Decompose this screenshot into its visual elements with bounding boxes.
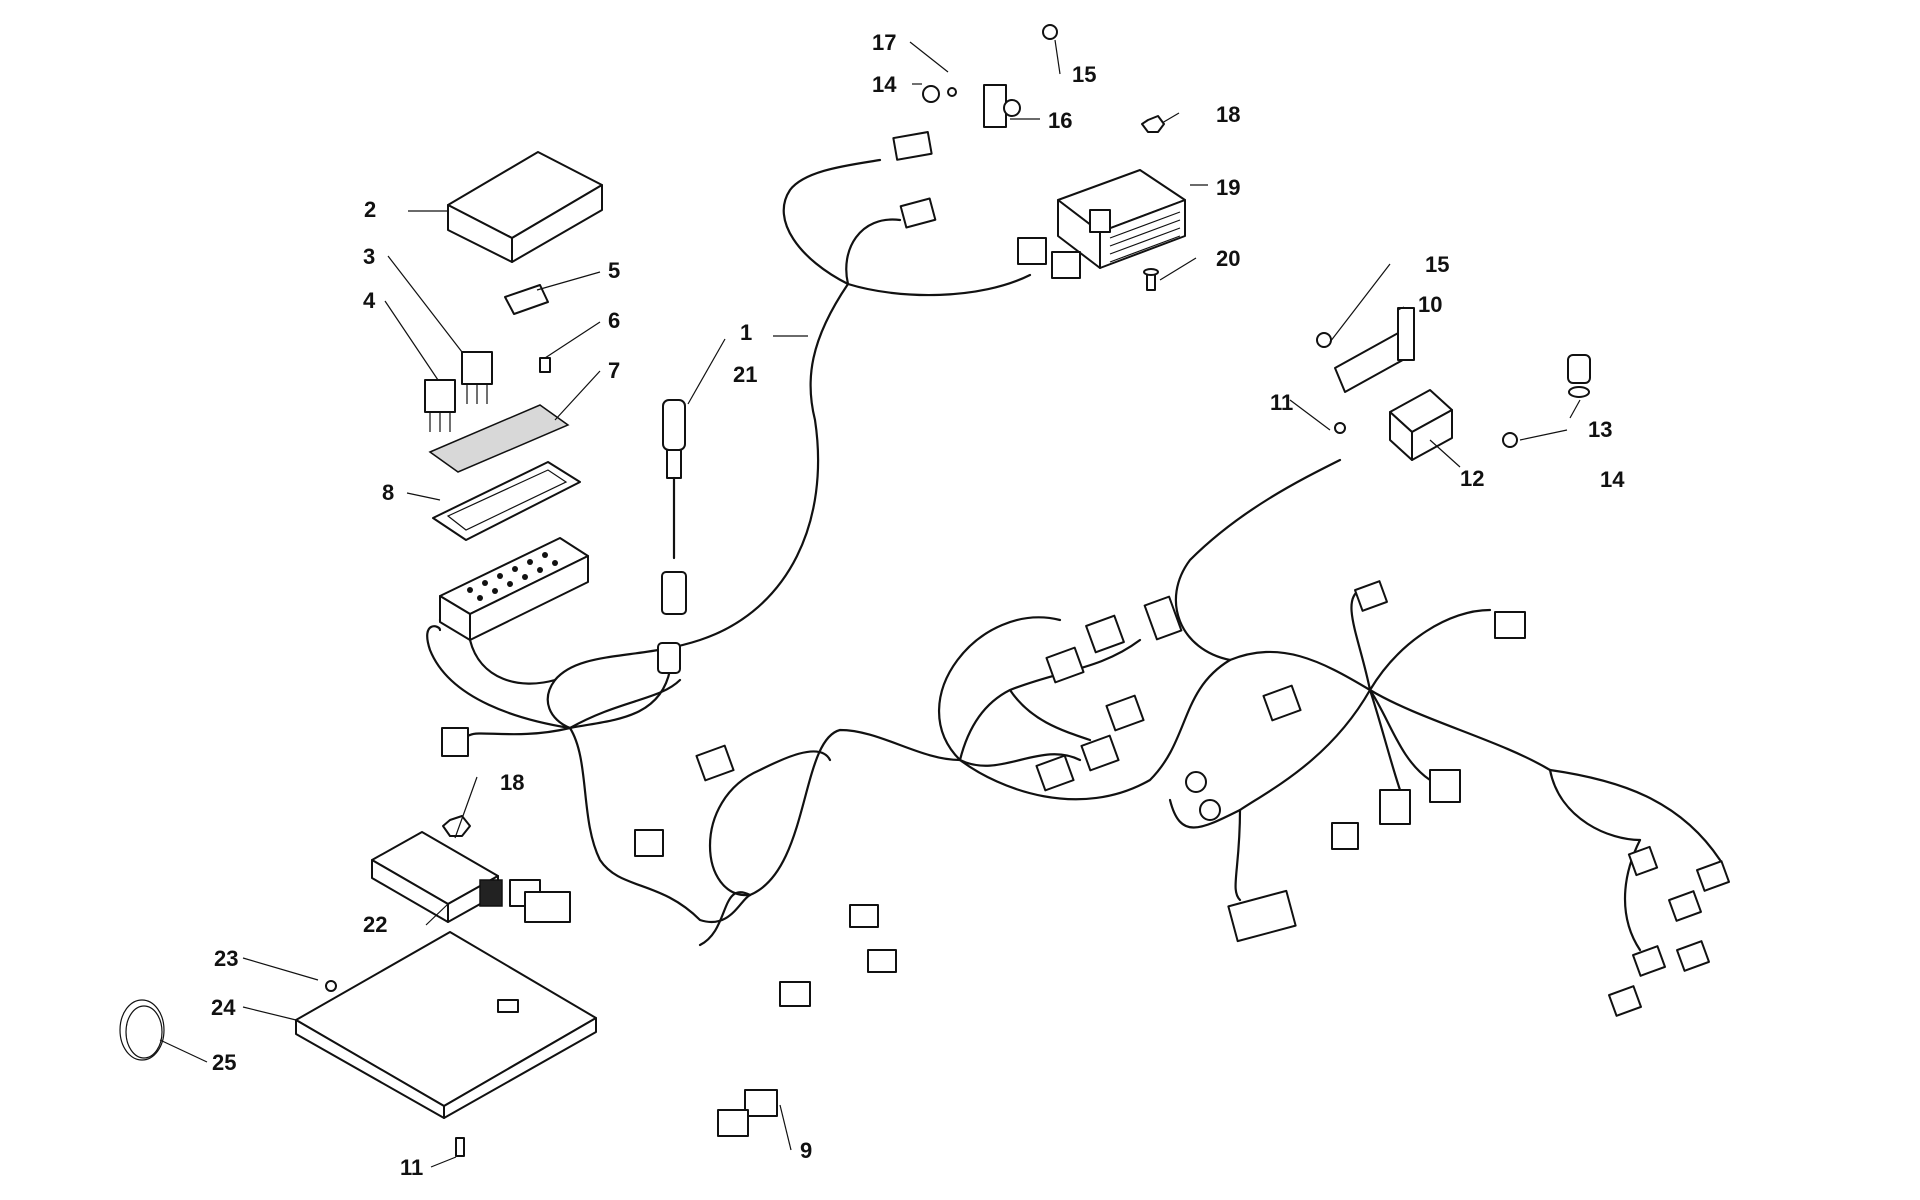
callout-7: 7 <box>608 358 620 383</box>
relay-left <box>424 379 456 432</box>
ecu-nut <box>442 815 471 837</box>
callout-3: 3 <box>363 244 375 269</box>
callout-23: 23 <box>214 946 238 971</box>
callout-8: 8 <box>382 480 394 505</box>
top-bracket <box>922 24 1058 128</box>
callout-11a: 11 <box>1270 390 1293 415</box>
callout-2: 2 <box>364 197 376 222</box>
callout-4: 4 <box>363 288 376 313</box>
callout-13: 13 <box>1588 417 1612 442</box>
relay-right <box>461 351 493 404</box>
mini-fuse <box>539 357 551 373</box>
callout-21: 21 <box>733 362 757 387</box>
regulator-bolt <box>1143 268 1159 291</box>
main-harness-wires <box>426 158 1722 952</box>
tray-screw-bottom <box>455 1137 465 1157</box>
fuse-box-cover <box>447 151 603 263</box>
callout-24: 24 <box>211 995 236 1020</box>
fuse-box-gasket <box>432 461 581 541</box>
fuse-block <box>504 284 549 315</box>
callout-6: 6 <box>608 308 620 333</box>
mounting-tray <box>295 931 597 1119</box>
callout-18a: 18 <box>1216 102 1240 127</box>
tray-screw-top <box>325 980 337 992</box>
callout-18b: 18 <box>500 770 524 795</box>
callout-11b: 11 <box>400 1155 423 1180</box>
callout-labels: 1 2 3 4 5 6 7 8 9 10 11 11 12 13 14 14 1… <box>211 30 1625 1180</box>
callout-9: 9 <box>800 1138 812 1163</box>
spark-plug-cap <box>1567 354 1591 398</box>
callout-19: 19 <box>1216 175 1240 200</box>
callout-14b: 14 <box>1600 467 1625 492</box>
ecu-module <box>371 831 503 923</box>
callout-15a: 15 <box>1072 62 1096 87</box>
callout-20: 20 <box>1216 246 1240 271</box>
callout-22: 22 <box>363 912 387 937</box>
callout-16: 16 <box>1048 108 1072 133</box>
ignition-coil <box>1389 389 1453 461</box>
harness-connectors <box>441 580 1730 1137</box>
leader-lines <box>159 39 1581 1168</box>
callout-12: 12 <box>1460 466 1484 491</box>
regulator-nut <box>1141 115 1165 133</box>
callout-25: 25 <box>212 1050 236 1075</box>
oxygen-sensor <box>661 399 687 615</box>
cable-tie <box>119 999 165 1061</box>
fuse-label-sheet <box>428 404 570 473</box>
callout-10: 10 <box>1418 292 1442 317</box>
callout-15b: 15 <box>1425 252 1449 277</box>
bracket-screw <box>1334 422 1346 434</box>
voltage-regulator <box>1057 169 1186 269</box>
top-connectors <box>892 131 1081 279</box>
callout-5: 5 <box>608 258 620 283</box>
mounting-bracket <box>1316 307 1415 393</box>
fuse-box-base <box>439 537 589 641</box>
coil-screw <box>1502 432 1518 448</box>
callout-1: 1 <box>740 320 752 345</box>
callout-14a: 14 <box>872 72 897 97</box>
callout-17: 17 <box>872 30 896 55</box>
